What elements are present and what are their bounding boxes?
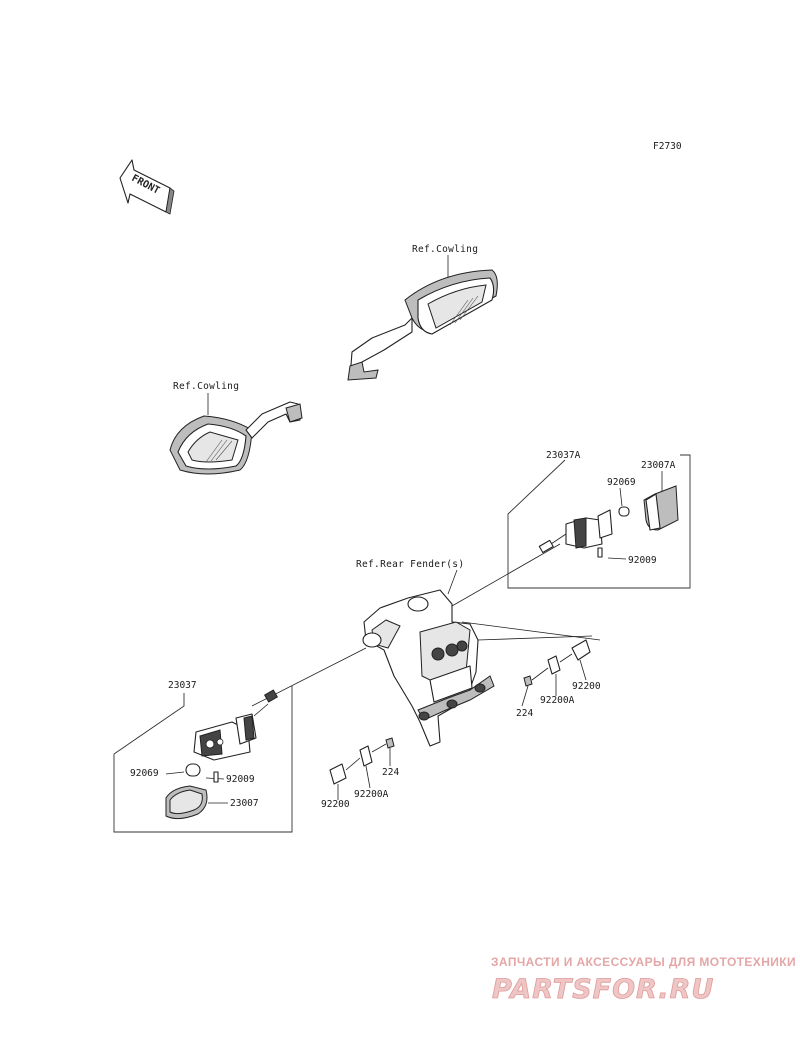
part-92009-left: 92009	[226, 774, 255, 785]
part-23037: 23037	[168, 680, 197, 691]
part-23037A: 23037A	[546, 450, 581, 461]
turn-signal-left	[165, 689, 279, 820]
part-92069-left: 92069	[130, 768, 159, 779]
ref-rear-fender: Ref.Rear Fender(s)	[356, 559, 464, 570]
part-23007: 23007	[230, 798, 259, 809]
part-92200-left: 92200	[321, 799, 350, 810]
part-92200-right: 92200	[572, 681, 601, 692]
part-92200A-right: 92200A	[540, 695, 575, 706]
ref-cowling-upper: Ref.Cowling	[412, 244, 478, 255]
part-224-right: 224	[516, 708, 533, 719]
part-23007A: 23007A	[641, 460, 676, 471]
bracket-right	[521, 639, 591, 707]
part-224-left: 224	[382, 767, 399, 778]
watermark-logo: PARTSFOR.RU	[492, 974, 714, 1005]
turn-signal-right	[538, 485, 679, 558]
mirror-lower	[169, 401, 303, 475]
ref-cowling-lower: Ref.Cowling	[173, 381, 239, 392]
watermark-tagline: ЗАПЧАСТИ И АКСЕССУАРЫ ДЛЯ МОТОТЕХНИКИ	[491, 955, 796, 969]
part-92200A-left: 92200A	[354, 789, 389, 800]
diagram-code: F2730	[653, 141, 682, 152]
rear-fender	[362, 589, 495, 747]
front-arrow-icon: FRONT	[119, 159, 175, 215]
part-92009-right: 92009	[628, 555, 657, 566]
bracket-left	[329, 737, 395, 800]
part-92069-right: 92069	[607, 477, 636, 488]
mirror-upper	[347, 269, 498, 381]
